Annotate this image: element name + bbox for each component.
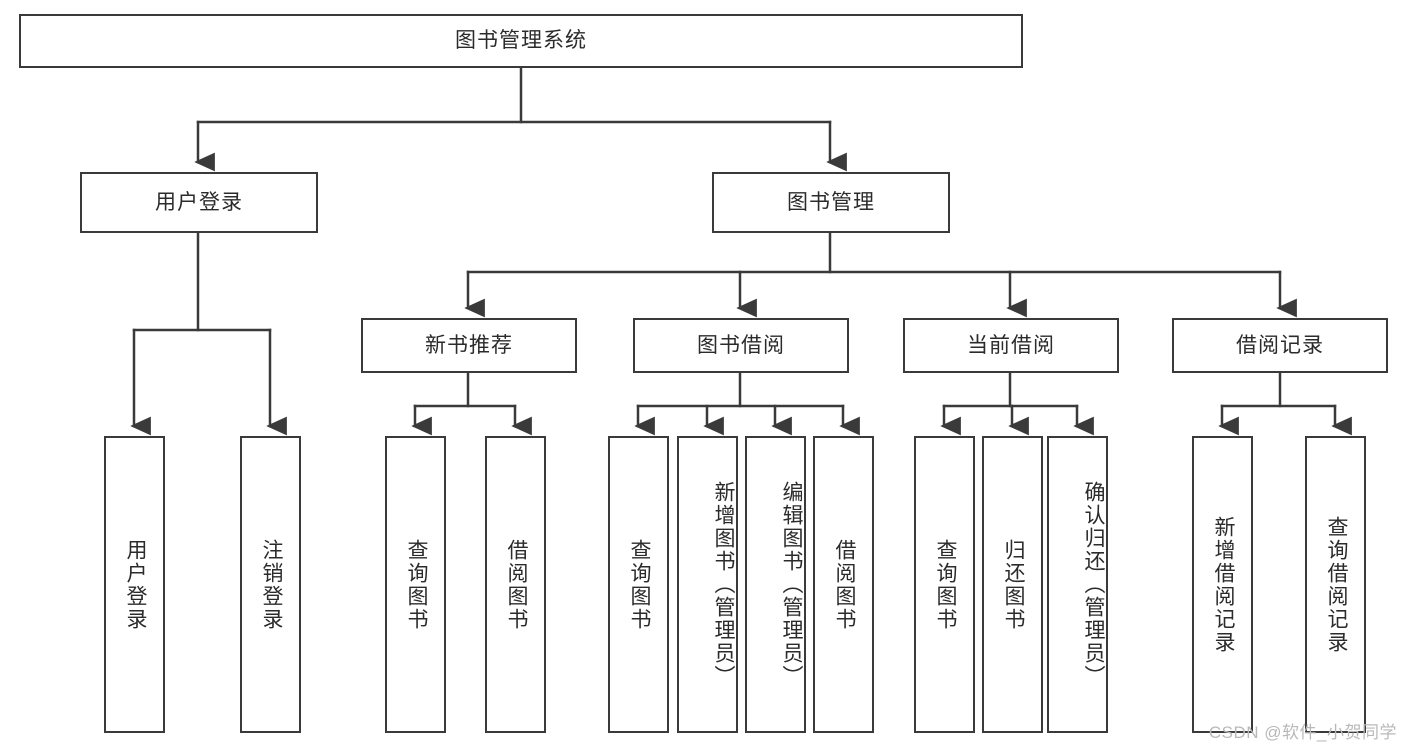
node-root-label: 图书管理系统 bbox=[455, 29, 587, 53]
node-leaf-user-login-label: 用户登录 bbox=[123, 538, 147, 631]
node-leaf-borrow-book-1[interactable]: 借阅图书 bbox=[485, 436, 546, 733]
node-book-manage-label: 图书管理 bbox=[787, 190, 875, 214]
node-leaf-user-logout[interactable]: 注销登录 bbox=[240, 436, 301, 733]
node-book-borrow-label: 图书借阅 bbox=[697, 333, 785, 357]
node-leaf-return-book[interactable]: 归还图书 bbox=[982, 436, 1043, 733]
node-leaf-query-record-label: 查询借阅记录 bbox=[1324, 515, 1348, 654]
node-leaf-query-book-2[interactable]: 查询图书 bbox=[608, 436, 669, 733]
node-leaf-edit-book[interactable]: 编辑图书（管理员） bbox=[745, 436, 806, 733]
node-current-borrow-label: 当前借阅 bbox=[967, 333, 1055, 357]
node-leaf-confirm-return[interactable]: 确认归还（管理员） bbox=[1047, 436, 1108, 733]
node-new-book-rec-label: 新书推荐 bbox=[425, 333, 513, 357]
node-leaf-add-record-label: 新增借阅记录 bbox=[1211, 515, 1235, 654]
node-leaf-borrow-book-2-label: 借阅图书 bbox=[832, 538, 856, 631]
node-leaf-query-book-2-label: 查询图书 bbox=[627, 538, 651, 631]
node-leaf-user-login[interactable]: 用户登录 bbox=[104, 436, 165, 733]
node-user-login[interactable]: 用户登录 bbox=[80, 172, 318, 233]
node-leaf-query-book-3-label: 查询图书 bbox=[933, 538, 957, 631]
node-leaf-query-book-1[interactable]: 查询图书 bbox=[385, 436, 446, 733]
node-leaf-user-logout-label: 注销登录 bbox=[259, 538, 283, 631]
node-current-borrow[interactable]: 当前借阅 bbox=[903, 318, 1119, 373]
node-leaf-query-record[interactable]: 查询借阅记录 bbox=[1305, 436, 1366, 733]
node-leaf-borrow-book-1-label: 借阅图书 bbox=[504, 538, 528, 631]
node-leaf-edit-book-label: 编辑图书（管理员） bbox=[780, 481, 803, 688]
csdn-watermark: CSDN @软件_小贺同学 bbox=[1208, 723, 1397, 742]
node-leaf-add-book-label: 新增图书（管理员） bbox=[712, 481, 735, 688]
node-leaf-query-book-1-label: 查询图书 bbox=[404, 538, 428, 631]
node-leaf-borrow-book-2[interactable]: 借阅图书 bbox=[813, 436, 874, 733]
node-user-login-label: 用户登录 bbox=[155, 190, 243, 214]
node-leaf-return-book-label: 归还图书 bbox=[1001, 538, 1025, 631]
node-book-manage[interactable]: 图书管理 bbox=[712, 172, 950, 233]
node-leaf-add-book[interactable]: 新增图书（管理员） bbox=[677, 436, 738, 733]
node-new-book-rec[interactable]: 新书推荐 bbox=[361, 318, 577, 373]
node-borrow-record[interactable]: 借阅记录 bbox=[1172, 318, 1388, 373]
node-leaf-query-book-3[interactable]: 查询图书 bbox=[914, 436, 975, 733]
node-book-borrow[interactable]: 图书借阅 bbox=[633, 318, 849, 373]
node-root[interactable]: 图书管理系统 bbox=[19, 14, 1023, 68]
node-leaf-add-record[interactable]: 新增借阅记录 bbox=[1192, 436, 1253, 733]
node-leaf-confirm-return-label: 确认归还（管理员） bbox=[1082, 481, 1105, 688]
node-borrow-record-label: 借阅记录 bbox=[1236, 333, 1324, 357]
